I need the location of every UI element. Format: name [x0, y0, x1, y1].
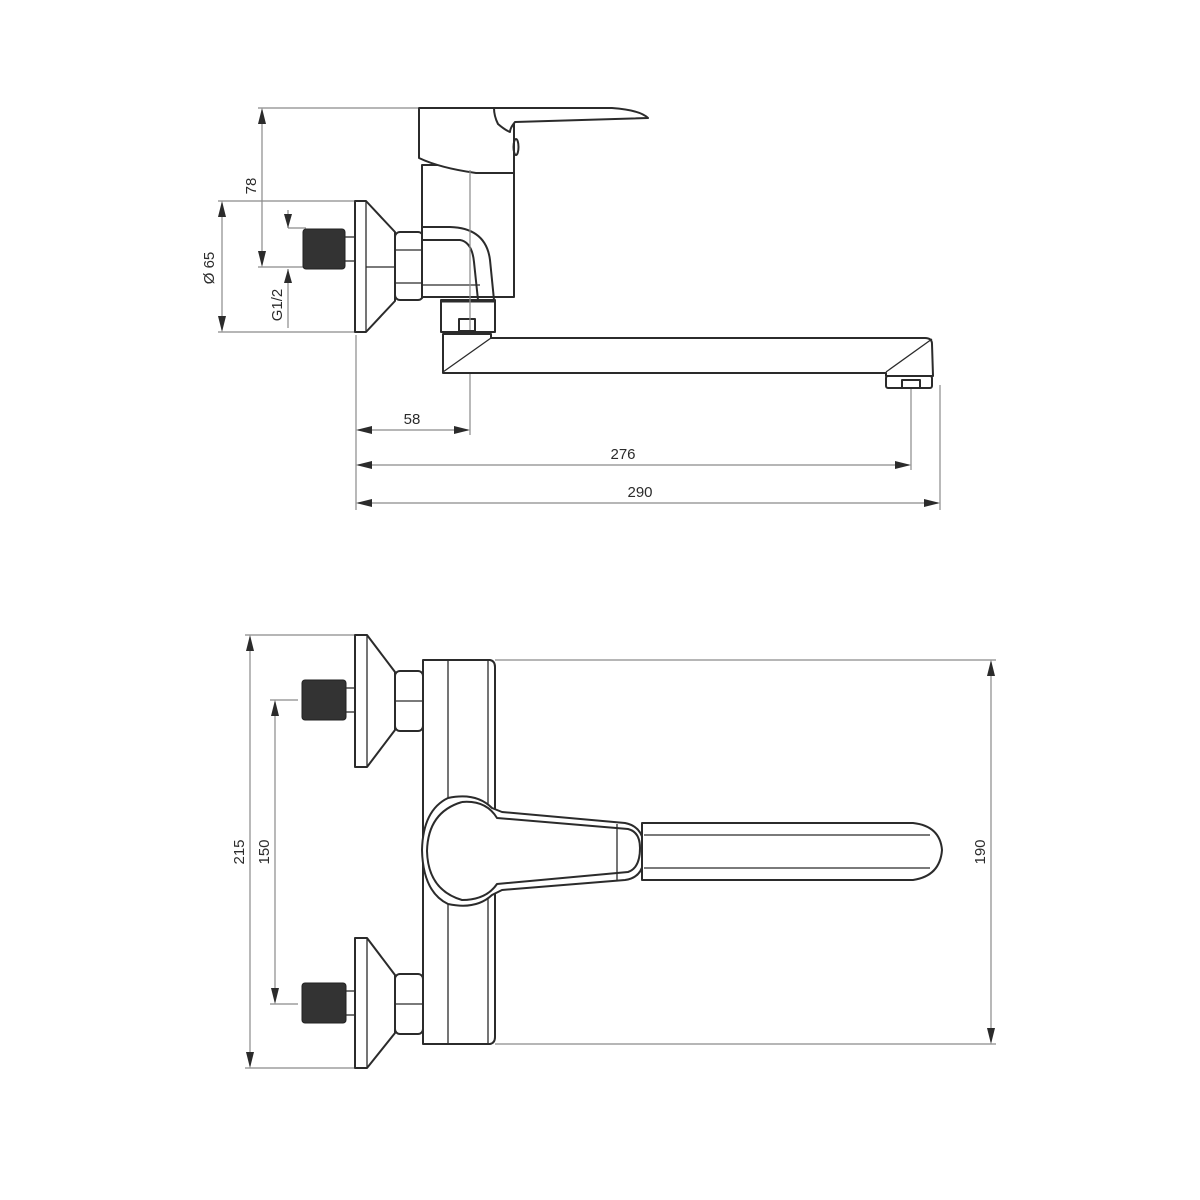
dim-150-label: 150: [256, 839, 273, 864]
upper-inlet: [301, 634, 424, 768]
dim-276-label: 276: [610, 446, 635, 463]
dim-290-label: 290: [627, 484, 652, 501]
dim-215-label: 215: [231, 839, 248, 864]
cartridge-cap: [418, 107, 515, 174]
dim-78-label: 78: [243, 178, 260, 195]
spout-front: [641, 822, 943, 881]
lever-handle-front: [421, 795, 644, 907]
dim-thread-label: G1/2: [269, 289, 286, 322]
side-view: 78 Ø 65 G1/2 58 276 290: [201, 107, 941, 510]
lever-handle: [493, 107, 649, 133]
thread-connector: [302, 228, 346, 270]
dim-diameter-65-label: Ø 65: [201, 252, 218, 285]
spout: [442, 333, 934, 377]
front-view: 215 150 190: [231, 634, 996, 1069]
dim-58-label: 58: [404, 411, 421, 428]
lower-inlet: [301, 937, 424, 1069]
dim-190-label: 190: [972, 839, 989, 864]
hex-nut: [394, 231, 424, 301]
